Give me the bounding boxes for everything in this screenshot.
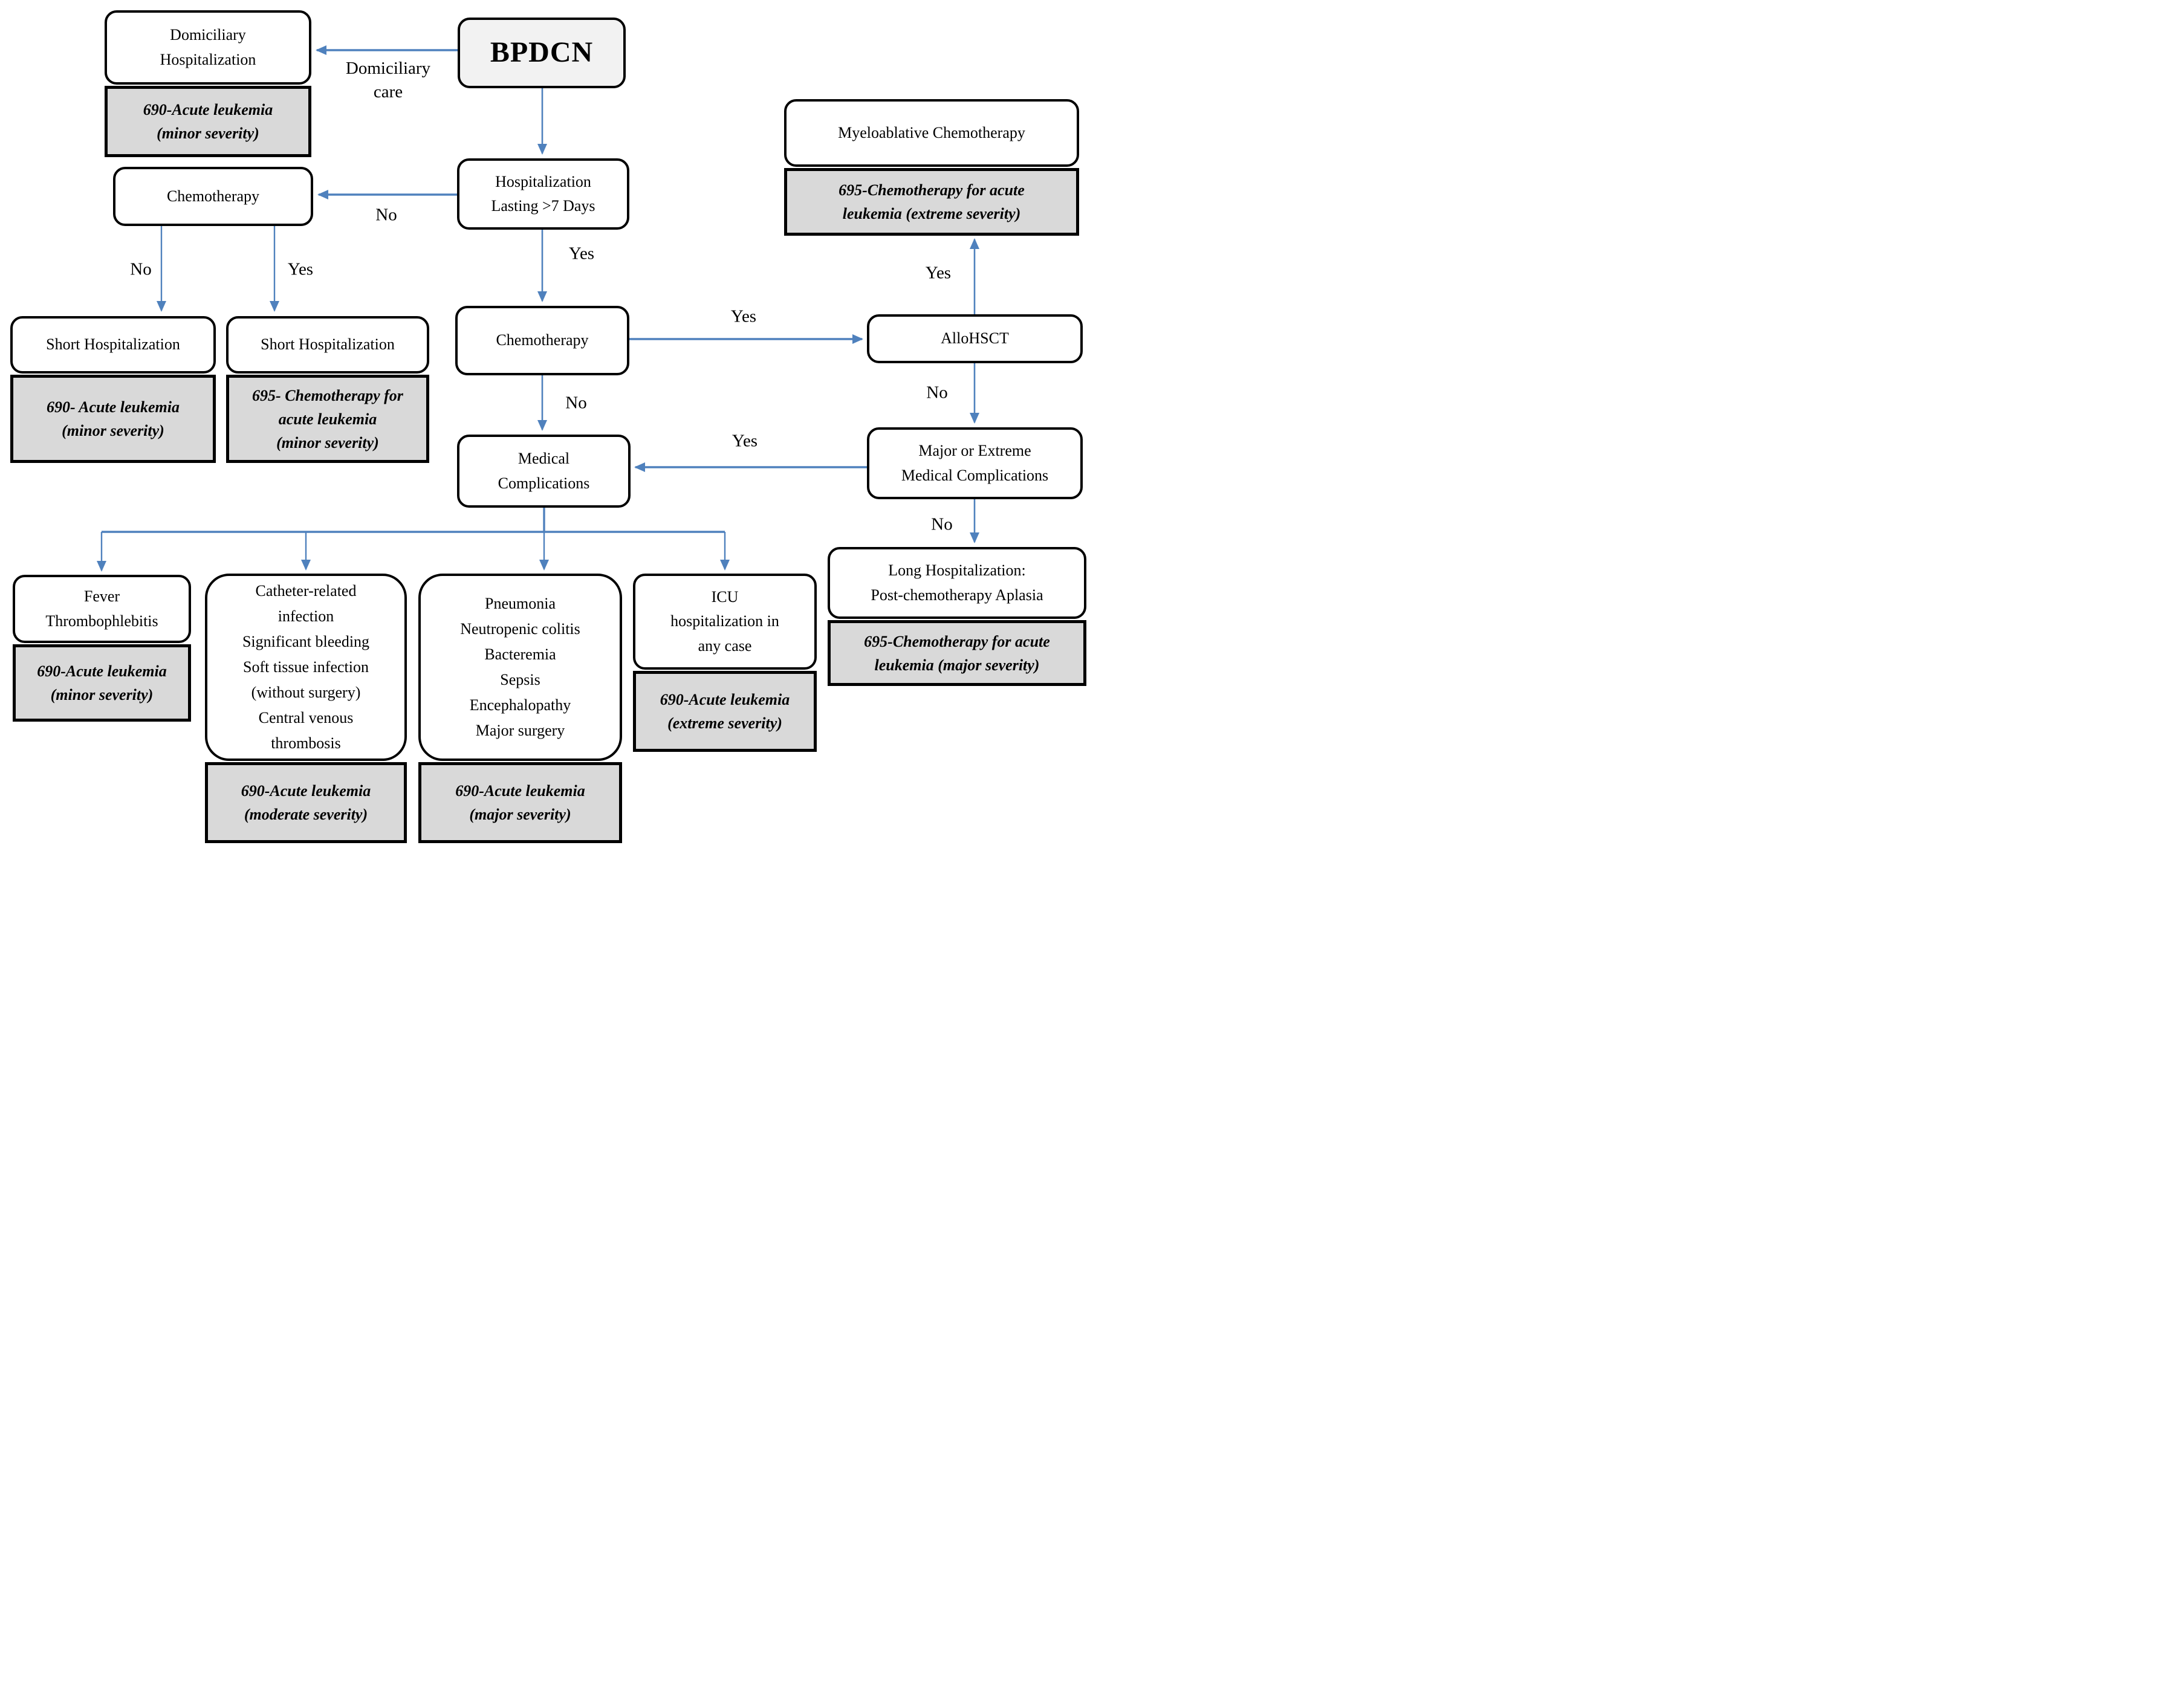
node-allohsct: AlloHSCT [867,314,1083,363]
code-fever: 690-Acute leukemia (minor severity) [13,644,191,722]
label-domiciliary-care: Domiciliary care [345,58,431,102]
node-major-extreme-complications: Major or Extreme Medical Complications [867,427,1083,499]
code-myeloablative: 695-Chemotherapy for acute leukemia (ext… [784,168,1079,236]
node-pneumonia-complications: Pneumonia Neutropenic colitis Bacteremia… [418,574,622,761]
label-yes-hosp: Yes [568,244,595,264]
node-myeloablative-chemotherapy: Myeloablative Chemotherapy [784,99,1079,167]
bpdcn-flowchart: BPDCN Domiciliary Hospitalization 690-Ac… [0,0,1090,854]
code-long-hosp: 695-Chemotherapy for acute leukemia (maj… [828,620,1086,686]
label-yes-allohsct-up: Yes [925,263,952,283]
node-bpdcn: BPDCN [458,18,626,88]
connector-layer [97,45,979,572]
label-no-chemoleft: No [130,259,152,279]
node-hospitalization-7days: Hospitalization Lasting >7 Days [457,158,629,230]
node-icu-hospitalization: ICU hospitalization in any case [633,574,817,670]
label-no-chemocenter-down: No [565,393,587,413]
code-pneumonia: 690-Acute leukemia (major severity) [418,762,622,843]
node-short-hospitalization-2: Short Hospitalization [226,316,429,374]
label-yes-major-medical: Yes [732,431,758,451]
node-medical-complications: Medical Complications [457,435,631,508]
label-yes-chemocenter-allohsct: Yes [730,306,757,326]
node-domiciliary-hospitalization: Domiciliary Hospitalization [105,10,311,85]
code-icu: 690-Acute leukemia (extreme severity) [633,671,817,752]
node-catheter-complications: Catheter-related infection Significant b… [205,574,407,761]
node-chemotherapy-center: Chemotherapy [455,306,629,375]
node-fever-thrombophlebitis: Fever Thrombophlebitis [13,575,191,643]
label-no-hosp-chemoleft: No [375,205,397,225]
code-domiciliary: 690-Acute leukemia (minor severity) [105,86,311,157]
code-short-1: 690- Acute leukemia (minor severity) [10,375,216,463]
label-no-allohsct-down: No [926,383,948,403]
code-catheter: 690-Acute leukemia (moderate severity) [205,762,407,843]
code-short-2: 695- Chemotherapy for acute leukemia (mi… [226,375,429,463]
node-chemotherapy-left: Chemotherapy [113,167,313,226]
node-short-hospitalization-1: Short Hospitalization [10,316,216,374]
node-long-hospitalization: Long Hospitalization: Post-chemotherapy … [828,547,1086,619]
label-yes-chemoleft: Yes [287,259,314,279]
label-no-major-down: No [931,514,953,534]
edge-medical-split [102,508,725,533]
